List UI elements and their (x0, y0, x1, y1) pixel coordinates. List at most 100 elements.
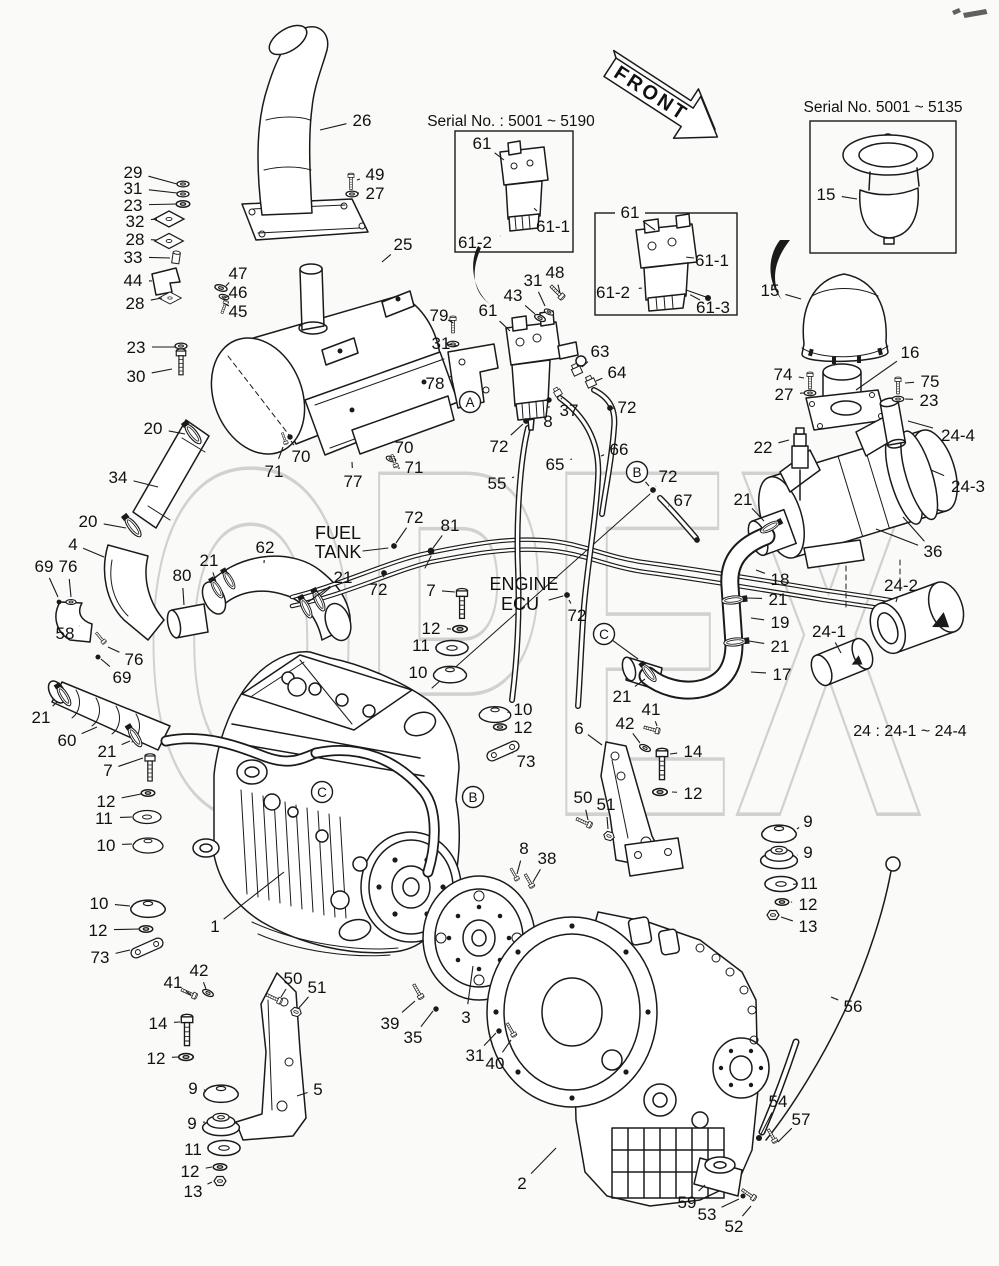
part-callout-61: 61 (479, 301, 498, 320)
part-callout-78: 78 (426, 374, 445, 393)
view-marker-circle-A (458, 390, 482, 414)
part-callout-69: 69 (113, 668, 132, 687)
part-callout-61: 61 (473, 134, 492, 153)
leader-line (606, 816, 609, 830)
leader-line (902, 516, 925, 542)
leader-line (721, 1198, 740, 1208)
part-callout-40: 40 (486, 1054, 505, 1073)
part-callout-49: 49 (366, 165, 385, 184)
part-callout-72: 72 (659, 467, 678, 486)
dot-hardware (694, 537, 700, 543)
part-callout-58: 58 (56, 624, 75, 643)
part-callout-27: 27 (366, 184, 385, 203)
dot-hardware (287, 434, 293, 440)
part-callout-71: 71 (265, 462, 284, 481)
part-callout-42: 42 (190, 961, 209, 980)
leader-line (113, 928, 140, 931)
part-callout-10: 10 (90, 894, 109, 913)
leader-line (107, 646, 120, 653)
front-arrow: FRONT (603, 49, 719, 140)
part-callout-26: 26 (353, 111, 372, 130)
leader-line (581, 361, 589, 368)
part-callout-72: 72 (568, 606, 587, 625)
fuel-filter-61 (505, 310, 699, 709)
part-callout-81: 81 (441, 516, 460, 535)
part-callout-61: 61 (621, 203, 640, 222)
part-callout-11: 11 (184, 1140, 202, 1159)
leader-line (907, 420, 934, 429)
part-callout-61-3: 61-3 (696, 298, 730, 317)
leader-line (118, 757, 144, 767)
dot-hardware (755, 1134, 763, 1142)
leader-line (148, 256, 171, 259)
leader-line (778, 439, 790, 444)
strap-hardware (128, 935, 166, 961)
fuel-tank-label-1: FUEL (315, 523, 361, 543)
leader-line (185, 990, 192, 996)
leader-line (420, 1010, 434, 1028)
leader-line (223, 295, 230, 300)
inset-box-aircleaner: Serial No. 5001 ~ 5135 (770, 99, 963, 300)
leader-line (121, 793, 142, 799)
leader-line (381, 253, 392, 263)
dot-hardware (523, 418, 529, 424)
leader-line (669, 752, 678, 755)
bracket-44 (151, 267, 181, 296)
part-callout-36: 36 (924, 542, 943, 561)
leader-line (446, 343, 457, 347)
leader-line (100, 658, 111, 668)
leader-line (319, 586, 332, 597)
bolt-hardware (347, 172, 355, 190)
part-callout-20: 20 (144, 419, 163, 438)
leader-line (568, 599, 572, 604)
part-callout-62: 62 (256, 538, 275, 557)
part-callout-65: 65 (546, 455, 565, 474)
part-callout-59: 59 (678, 1193, 697, 1212)
part-callout-46: 46 (229, 283, 248, 302)
inset-box-filter-2 (594, 204, 738, 316)
leader-line (686, 256, 695, 259)
part-callout-72: 72 (618, 398, 637, 417)
leader-line (796, 827, 800, 830)
leader-line (501, 1039, 512, 1053)
leader-line (632, 733, 641, 744)
disc-hardware (435, 639, 469, 657)
leader-line (290, 440, 295, 446)
part-callout-12: 12 (147, 1049, 166, 1068)
elbow-58 (55, 601, 93, 643)
leader-line (225, 282, 230, 287)
bolt-hardware (449, 315, 457, 334)
part-callout-21: 21 (734, 490, 753, 509)
leader-line (904, 381, 915, 384)
part-callout-67: 67 (674, 491, 693, 510)
muffler-25 (210, 263, 459, 456)
range-note: 24 : 24-1 ~ 24-4 (853, 723, 967, 740)
part-callout-12: 12 (97, 792, 116, 811)
part-callout-79: 79 (430, 306, 449, 325)
leader-line (221, 568, 230, 575)
dot-hardware (650, 487, 656, 493)
leader-line (785, 293, 802, 300)
part-callout-17: 17 (773, 665, 792, 684)
part-callout-63: 63 (591, 342, 610, 361)
part-callout-22: 22 (754, 438, 773, 457)
part-callout-64: 64 (608, 363, 627, 382)
dot-hardware (546, 397, 552, 403)
part-callout-6: 6 (574, 719, 583, 738)
smwasher-hardware (176, 190, 190, 198)
leader-line (81, 726, 98, 735)
disc-hardware (207, 1139, 241, 1157)
part-callout-61-2: 61-2 (458, 233, 492, 252)
smwasher-hardware (138, 925, 154, 933)
part-callout-23: 23 (124, 196, 143, 215)
leader-line (777, 1127, 793, 1143)
view-marker-circle-C (310, 780, 334, 804)
serial-title-filter: Serial No. : 5001 ~ 5190 (427, 113, 595, 130)
leader-line (48, 577, 59, 598)
leader-line (297, 996, 309, 1010)
part-callout-2: 2 (517, 1174, 526, 1193)
part-callout-24-4: 24-4 (941, 426, 975, 445)
leader-line (52, 701, 58, 707)
leader-line (393, 455, 396, 458)
